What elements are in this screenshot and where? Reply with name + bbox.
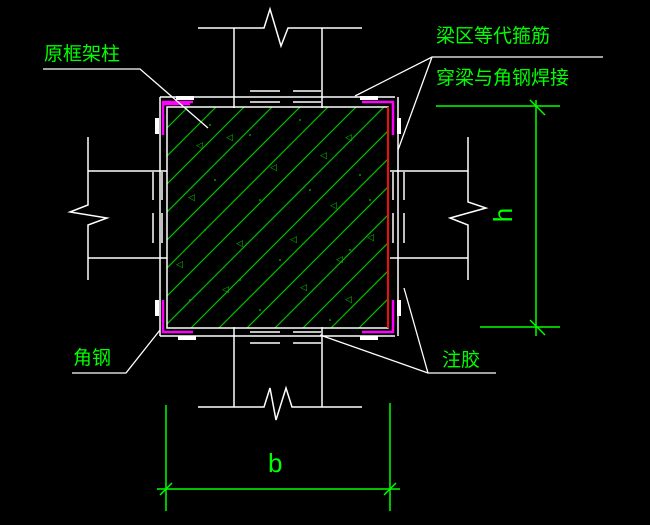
svg-text:◁: ◁ (290, 235, 297, 245)
svg-text:◁: ◁ (222, 285, 229, 295)
column-hatch (167, 107, 388, 328)
leader-lines (43, 56, 603, 374)
label-grout: 注胶 (442, 349, 481, 371)
svg-text:◁: ◁ (300, 283, 307, 293)
label-beam-weld: 穿梁与角钢焊接 (436, 67, 570, 89)
svg-text:◁: ◁ (176, 260, 183, 270)
concrete-aggregate: ◁ ◁ ◁ ◁ ◁ ◁ ◁ ◁ ◁ ◁ ◁ ◁ ◁ ◁ ◁ (176, 119, 374, 321)
jacket-outline (159, 96, 399, 337)
label-original-column: 原框架柱 (44, 43, 121, 65)
angle-steel-white-plates (155, 96, 401, 340)
svg-text:◁: ◁ (188, 193, 195, 203)
top-beam (198, 6, 362, 108)
svg-text:◁: ◁ (270, 163, 277, 173)
svg-text:◁: ◁ (196, 141, 203, 151)
label-angle-steel: 角钢 (73, 347, 112, 369)
dimension-b (157, 403, 400, 511)
dimension-h-label: h (488, 207, 519, 223)
right-beam (390, 137, 489, 280)
left-beam (67, 137, 167, 280)
angle-steel-corners (161, 100, 395, 334)
svg-text:◁: ◁ (336, 255, 343, 265)
dimension-b-label: b (268, 448, 283, 478)
svg-text:◁: ◁ (236, 239, 243, 249)
svg-text:◁: ◁ (345, 133, 352, 143)
bottom-beam (198, 327, 362, 421)
dimension-h (436, 99, 560, 336)
svg-text:◁: ◁ (330, 201, 337, 211)
svg-text:◁: ◁ (367, 233, 374, 243)
svg-text:◁: ◁ (226, 133, 233, 143)
svg-text:◁: ◁ (320, 151, 327, 161)
svg-text:◁: ◁ (345, 295, 352, 305)
label-beam-zone-stirrup: 梁区等代箍筋 (436, 25, 551, 47)
